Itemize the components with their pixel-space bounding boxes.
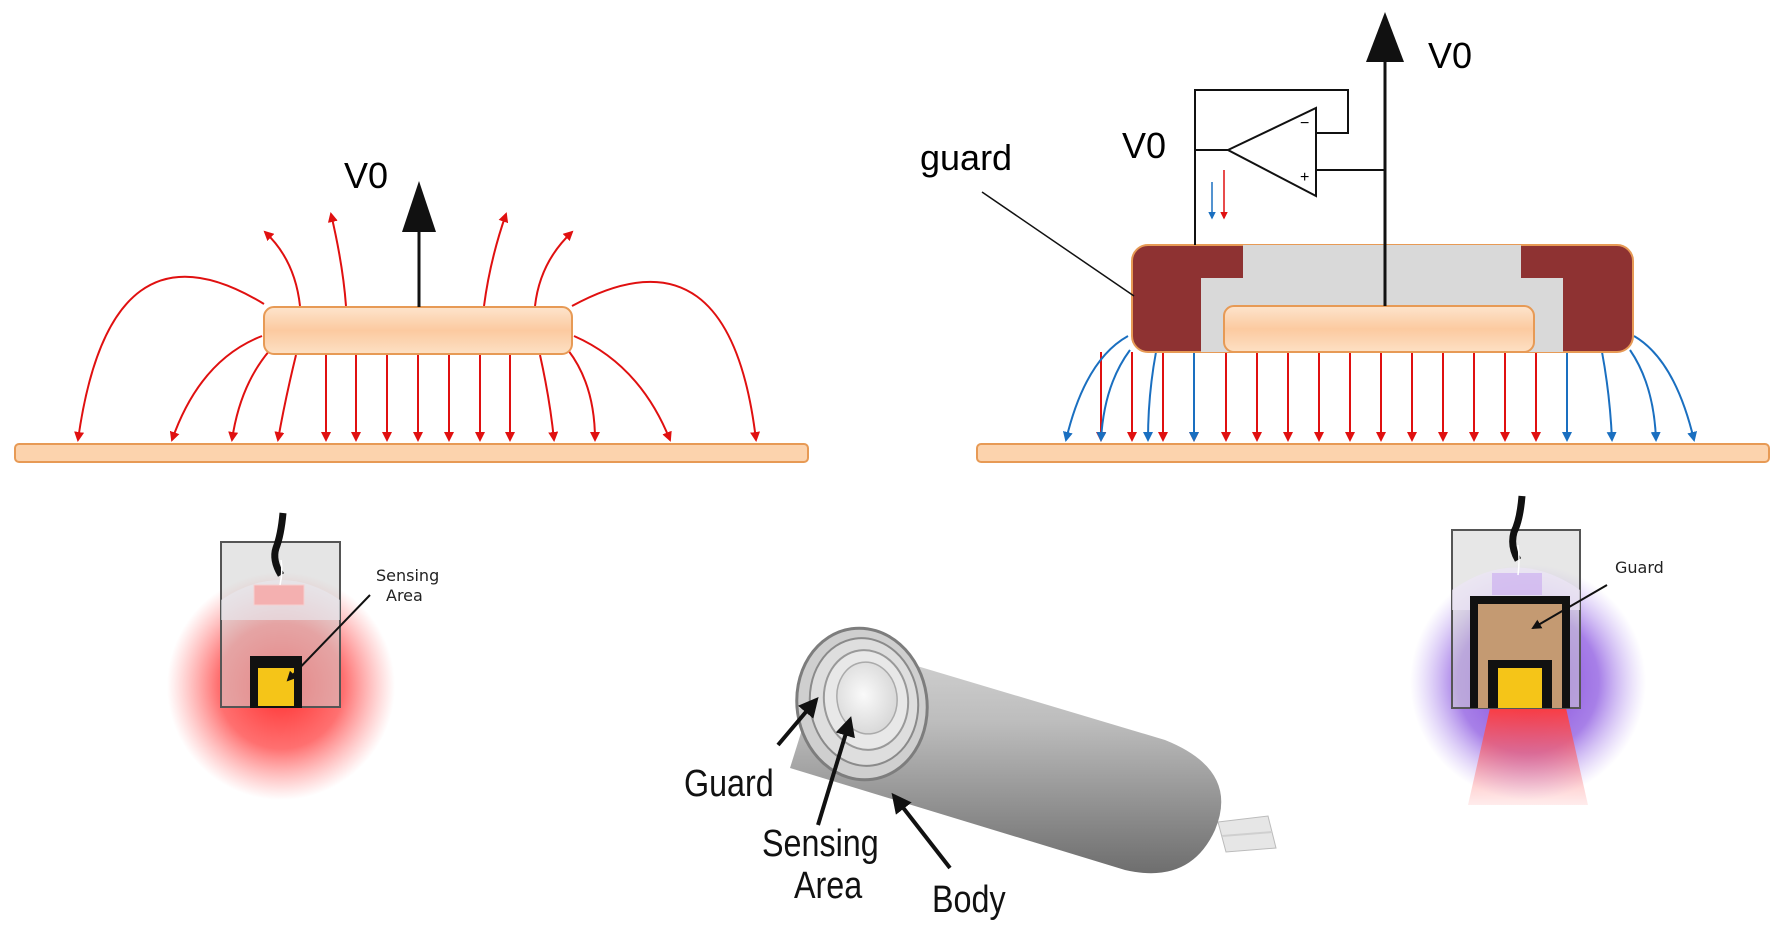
left-v0-arrowhead <box>402 181 436 232</box>
left-target-plate <box>14 443 809 463</box>
guard-leader-line <box>981 191 1135 297</box>
guard-label: guard <box>920 137 1012 178</box>
right-field-lines-sensing <box>1096 170 1541 442</box>
center-body-leader <box>891 792 952 870</box>
right-probe-guard-fill <box>1478 604 1562 662</box>
op-amp-plus-label: + <box>1300 169 1309 186</box>
right-field-panel: V0 − + V0 guard <box>920 12 1770 463</box>
right-probe-guard-fill-side-r <box>1552 604 1562 708</box>
right-field-lines-guard <box>1062 182 1698 442</box>
center-sensing-leader <box>816 716 855 826</box>
left-probe-cable <box>271 512 287 577</box>
center-guard-leader <box>776 696 819 747</box>
op-amp-circuit <box>1194 89 1385 245</box>
op-amp-minus-label: − <box>1300 115 1309 132</box>
right-v0-amp-label: V0 <box>1122 125 1166 166</box>
left-probe-sensing-area <box>258 668 294 706</box>
left-field-lines <box>74 212 761 442</box>
center-body-label: Body <box>932 879 1006 921</box>
left-field-panel: V0 <box>14 155 809 463</box>
right-target-plate <box>976 443 1770 463</box>
center-probe-sensing-face <box>836 661 898 735</box>
center-guard-label: Guard <box>684 763 774 805</box>
center-sensing-label-2: Area <box>794 865 863 907</box>
op-amp-triangle <box>1225 106 1317 198</box>
center-sensing-label-1: Sensing <box>762 823 879 865</box>
left-sensor-plate <box>263 306 573 355</box>
right-probe-sensing-area <box>1498 668 1542 708</box>
right-v0-top-label: V0 <box>1428 35 1472 76</box>
right-probe-guard-label: Guard <box>1615 558 1664 577</box>
center-probe-illustration: Guard Sensing Area Body <box>684 626 1277 921</box>
left-probe-pad <box>253 584 305 606</box>
right-sensor-plate <box>1223 305 1535 353</box>
left-probe-sensing-label-1: Sensing <box>376 566 439 585</box>
right-v0-arrowhead <box>1366 12 1404 62</box>
left-probe-leader <box>286 594 371 682</box>
right-probe-illustration: Guard <box>1410 495 1664 805</box>
left-v0-label: V0 <box>344 155 388 196</box>
right-probe-cable <box>1509 495 1526 562</box>
right-probe-pad <box>1492 573 1542 595</box>
right-probe-guard-fill-sides <box>1478 604 1488 708</box>
left-probe-illustration: Sensing Area <box>167 512 439 800</box>
left-probe-sensing-label-2: Area <box>386 586 423 605</box>
right-probe-red-beam <box>1468 708 1588 805</box>
right-probe-leader <box>1531 584 1608 630</box>
